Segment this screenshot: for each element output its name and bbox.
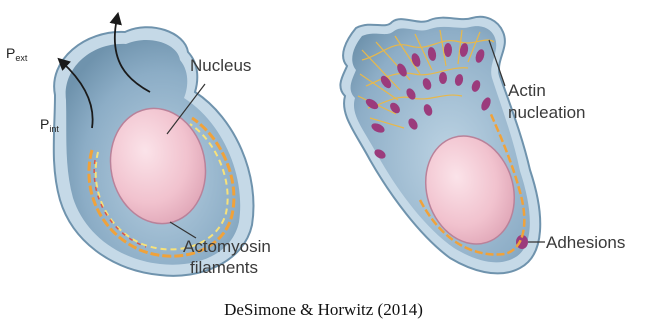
adhesions-label: Adhesions <box>546 233 625 252</box>
p-ext-label: Pext <box>6 45 28 63</box>
actin-label-line1: Actin <box>508 81 546 100</box>
actomyosin-label-line1: Actomyosin <box>183 237 271 256</box>
lamellipodium-cell <box>340 17 545 274</box>
nucleus-label: Nucleus <box>190 56 251 75</box>
figure-caption: DeSimone & Horwitz (2014) <box>0 300 647 320</box>
actin-label-line2: nucleation <box>508 103 586 122</box>
actomyosin-label-line2: filaments <box>190 258 258 277</box>
